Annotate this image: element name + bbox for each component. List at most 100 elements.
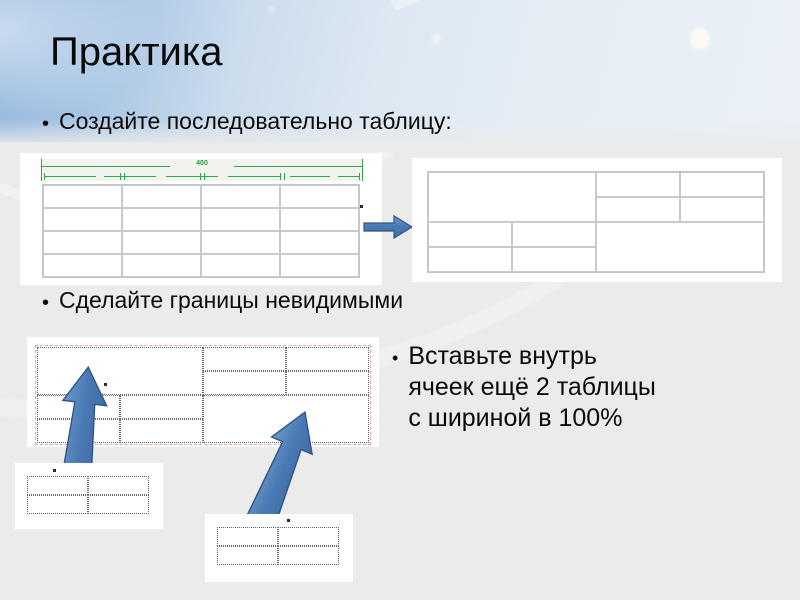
ruler-label: 400 <box>193 160 211 167</box>
ruler-tick <box>280 173 281 180</box>
ruler-seg <box>104 176 156 177</box>
ruler-tick <box>124 173 125 180</box>
table-cell[interactable] <box>680 197 764 222</box>
table-cell-merged-topleft[interactable] <box>428 172 596 222</box>
figure-card-inner-table-right <box>205 514 353 582</box>
table-cell[interactable] <box>201 208 280 231</box>
ruler-seg <box>44 176 96 177</box>
table-cell[interactable] <box>43 254 122 277</box>
ruler-bottom-row <box>42 173 362 181</box>
bullet-item-1: • Создайте последовательно таблицу: <box>42 108 452 135</box>
table-row <box>27 495 149 514</box>
ruler-seg <box>166 176 218 177</box>
table-cell[interactable] <box>217 527 278 546</box>
ruler-tick <box>204 173 205 180</box>
table-cell[interactable] <box>428 247 512 272</box>
table-cell[interactable] <box>280 254 359 277</box>
ruler-seg <box>338 176 360 177</box>
table-cell[interactable] <box>43 185 122 208</box>
background-speck-2 <box>432 34 441 43</box>
table-cell[interactable] <box>680 172 764 197</box>
ruler-tick <box>284 173 285 180</box>
table-cell[interactable] <box>278 527 339 546</box>
figure-card-inner-table-left <box>15 463 163 529</box>
table-row <box>428 222 764 272</box>
bullet-text-3: Вставьте внутрь ячеек ещё 2 таблицы с ши… <box>408 342 656 432</box>
bullet-item-3: • Вставьте внутрь ячеек ещё 2 таблицы с … <box>392 341 656 434</box>
table-cell[interactable] <box>286 371 369 395</box>
table-row <box>37 347 369 395</box>
table-cell-merged-bottomright[interactable] <box>596 222 764 272</box>
ruler-line-left <box>42 166 170 167</box>
table-cell[interactable] <box>278 546 339 565</box>
plain-grid-table[interactable] <box>42 184 360 278</box>
table-cell[interactable] <box>43 231 122 254</box>
table-cell[interactable] <box>43 208 122 231</box>
ruler-line-right <box>234 166 362 167</box>
selection-handle[interactable] <box>360 205 363 208</box>
selection-handle[interactable] <box>287 519 290 522</box>
bullet-text-2: Сделайте границы невидимыми <box>59 287 404 313</box>
table-cell[interactable] <box>122 208 201 231</box>
table-cell[interactable] <box>88 476 149 495</box>
selection-handle[interactable] <box>53 469 56 472</box>
ruler-seg <box>290 176 330 177</box>
page-title: Практика <box>50 30 223 74</box>
background-speck-1 <box>690 28 710 50</box>
table-cell[interactable] <box>122 185 201 208</box>
table-cell[interactable] <box>596 172 680 197</box>
table-row <box>217 527 339 546</box>
table-cell-merged-topleft[interactable] <box>37 347 203 395</box>
table-cell[interactable] <box>122 254 201 277</box>
table-row <box>217 546 339 565</box>
arrow-right-icon <box>363 214 414 240</box>
figure-card-plain-table: 400 <box>20 153 382 285</box>
table-cell[interactable] <box>512 222 596 247</box>
table-row <box>43 185 359 208</box>
table-cell[interactable] <box>512 247 596 272</box>
table-cell[interactable] <box>280 208 359 231</box>
bullet-item-2: • Сделайте границы невидимыми <box>42 287 403 314</box>
table-cell[interactable] <box>203 347 286 371</box>
table-cell[interactable] <box>122 231 201 254</box>
table-cell[interactable] <box>201 231 280 254</box>
table-cell[interactable] <box>203 371 286 395</box>
table-row <box>428 197 764 222</box>
ruler-400: 400 <box>41 159 363 181</box>
table-cell[interactable] <box>217 546 278 565</box>
table-cell[interactable] <box>27 495 88 514</box>
ruler-seg <box>228 176 280 177</box>
table-row <box>428 247 764 272</box>
ruler-tick <box>44 173 45 180</box>
table-cell[interactable] <box>120 395 203 419</box>
table-row <box>43 254 359 277</box>
table-cell[interactable] <box>280 185 359 208</box>
table-row <box>37 371 369 395</box>
bullet-marker-icon: • <box>42 292 50 314</box>
table-cell[interactable] <box>120 419 203 443</box>
table-cell[interactable] <box>286 347 369 371</box>
table-row <box>43 208 359 231</box>
merged-cells-table[interactable] <box>427 171 765 273</box>
table-row <box>43 231 359 254</box>
table-cell[interactable] <box>88 495 149 514</box>
table-cell[interactable] <box>428 222 512 247</box>
table-cell[interactable] <box>280 231 359 254</box>
background-fade <box>0 118 800 152</box>
table-cell[interactable] <box>596 197 680 222</box>
table-cell[interactable] <box>201 254 280 277</box>
bullet-marker-icon: • <box>42 113 50 135</box>
bullet-marker-icon: • <box>392 348 399 368</box>
table-cell[interactable] <box>201 185 280 208</box>
selection-handle[interactable] <box>104 383 107 386</box>
bullet-text-1: Создайте последовательно таблицу: <box>59 108 452 134</box>
ruler-top-row: 400 <box>42 160 362 171</box>
table-cell[interactable] <box>27 476 88 495</box>
ruler-tick <box>120 173 121 180</box>
inner-table-right[interactable] <box>217 527 339 565</box>
background-speck-3 <box>268 6 275 13</box>
table-row <box>27 476 149 495</box>
table-row <box>428 172 764 222</box>
inner-table-left[interactable] <box>27 476 149 514</box>
